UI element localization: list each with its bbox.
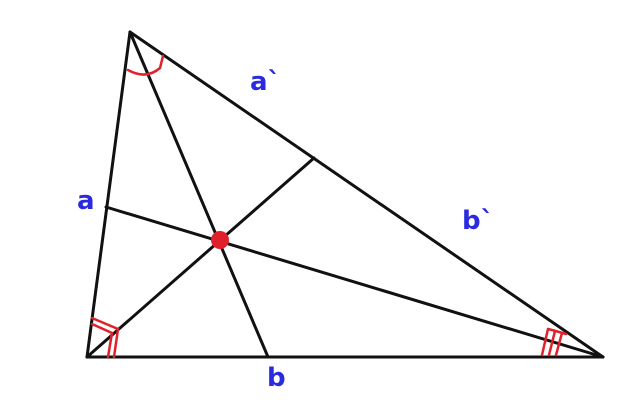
incenter-point xyxy=(211,231,229,249)
angle-mark-right-triple xyxy=(540,327,568,357)
side-right xyxy=(128,30,605,359)
label-b-prime: b` xyxy=(462,206,494,236)
side-left xyxy=(85,30,132,359)
angle-mark-left-double xyxy=(90,316,120,359)
bisector-from-right-vertex xyxy=(104,205,605,359)
angle-mark-top-single xyxy=(126,54,165,76)
label-a-prime: a` xyxy=(250,67,281,97)
bisector-from-top-vertex xyxy=(128,30,270,359)
label-a: a xyxy=(77,186,95,216)
label-b: b xyxy=(267,363,286,393)
bisector-from-left-vertex xyxy=(85,156,316,359)
